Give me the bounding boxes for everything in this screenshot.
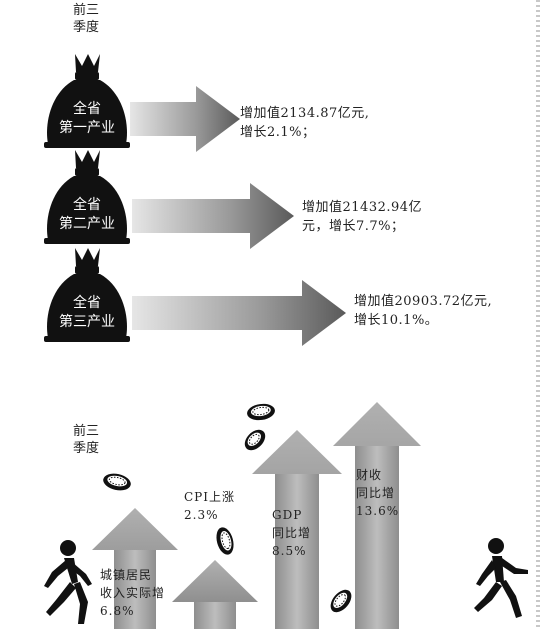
- period-line-2: 季度: [73, 20, 100, 35]
- coin-icon: [216, 527, 234, 555]
- stat-line: 增加值20903.72亿元,: [354, 294, 493, 309]
- indicator-line: 财收: [356, 468, 383, 482]
- indicator-line: 城镇居民: [100, 568, 153, 582]
- bottom-period-label: 前三 季度: [73, 423, 99, 457]
- stat-line: 增加值21432.94亿: [302, 200, 423, 215]
- arrow-up-icon: [333, 402, 421, 629]
- stat-line: 增加值2134.87亿元,: [240, 106, 370, 121]
- sector-1-stat: 增加值2134.87亿元, 增长2.1%；: [240, 104, 369, 142]
- indicator-line: 同比增: [356, 486, 396, 500]
- indicator-income: 城镇居民 收入实际增 6.8%: [100, 566, 165, 620]
- period-line-2: 季度: [73, 441, 100, 456]
- bag-label-line-1: 全省: [73, 197, 101, 213]
- period-line-1: 前三: [73, 3, 100, 18]
- stat-line: 增长2.1%；: [240, 125, 316, 140]
- coin-icon: [330, 589, 352, 613]
- bag-label-line-1: 全省: [73, 295, 101, 311]
- coin-icon: [244, 429, 266, 451]
- bag-label-line-1: 全省: [73, 101, 101, 117]
- coin-icon: [103, 473, 131, 491]
- sector-2-stat: 增加值21432.94亿 元，增长7.7%；: [302, 198, 422, 236]
- arrow-right-icon: [132, 183, 294, 249]
- runner-icon: [44, 540, 92, 624]
- arrow-right-icon: [130, 86, 240, 152]
- arrow-up-icon: [252, 430, 342, 629]
- bag-label: 全省 第三产业: [42, 294, 132, 332]
- bag-label-line-2: 第二产业: [59, 216, 115, 232]
- bag-label: 全省 第二产业: [42, 196, 132, 234]
- indicator-line: 13.6%: [356, 504, 400, 518]
- edge-dots: [536, 0, 540, 629]
- indicator-line: CPI上涨: [184, 490, 235, 504]
- bag-label-line-2: 第一产业: [59, 120, 115, 136]
- indicator-revenue: 财收 同比增 13.6%: [356, 466, 399, 520]
- stat-line: 元，增长7.7%；: [302, 219, 405, 234]
- indicator-line: 8.5%: [272, 544, 307, 558]
- money-bag-icon: 全省 第一产业: [42, 52, 132, 152]
- indicator-line: 同比增: [272, 526, 312, 540]
- indicator-gdp: GDP 同比增 8.5%: [272, 506, 311, 560]
- money-bag-icon: 全省 第二产业: [42, 148, 132, 248]
- period-line-1: 前三: [73, 424, 100, 439]
- indicator-cpi: CPI上涨 2.3%: [184, 488, 235, 524]
- sector-3-stat: 增加值20903.72亿元, 增长10.1%。: [354, 292, 492, 330]
- coin-icon: [247, 403, 275, 421]
- bag-label: 全省 第一产业: [42, 100, 132, 138]
- top-period-label: 前三 季度: [73, 2, 99, 36]
- indicator-line: 收入实际增: [100, 586, 166, 600]
- bag-label-line-2: 第三产业: [59, 314, 115, 330]
- arrow-up-icon: [92, 508, 178, 629]
- runner-icon: [474, 538, 528, 618]
- arrow-up-icon: [172, 560, 258, 629]
- money-bag-icon: 全省 第三产业: [42, 246, 132, 346]
- arrow-right-icon: [132, 280, 346, 346]
- indicator-line: 6.8%: [100, 604, 135, 618]
- indicator-line: 2.3%: [184, 508, 219, 522]
- stat-line: 增长10.1%。: [354, 313, 439, 328]
- indicator-line: GDP: [272, 508, 303, 522]
